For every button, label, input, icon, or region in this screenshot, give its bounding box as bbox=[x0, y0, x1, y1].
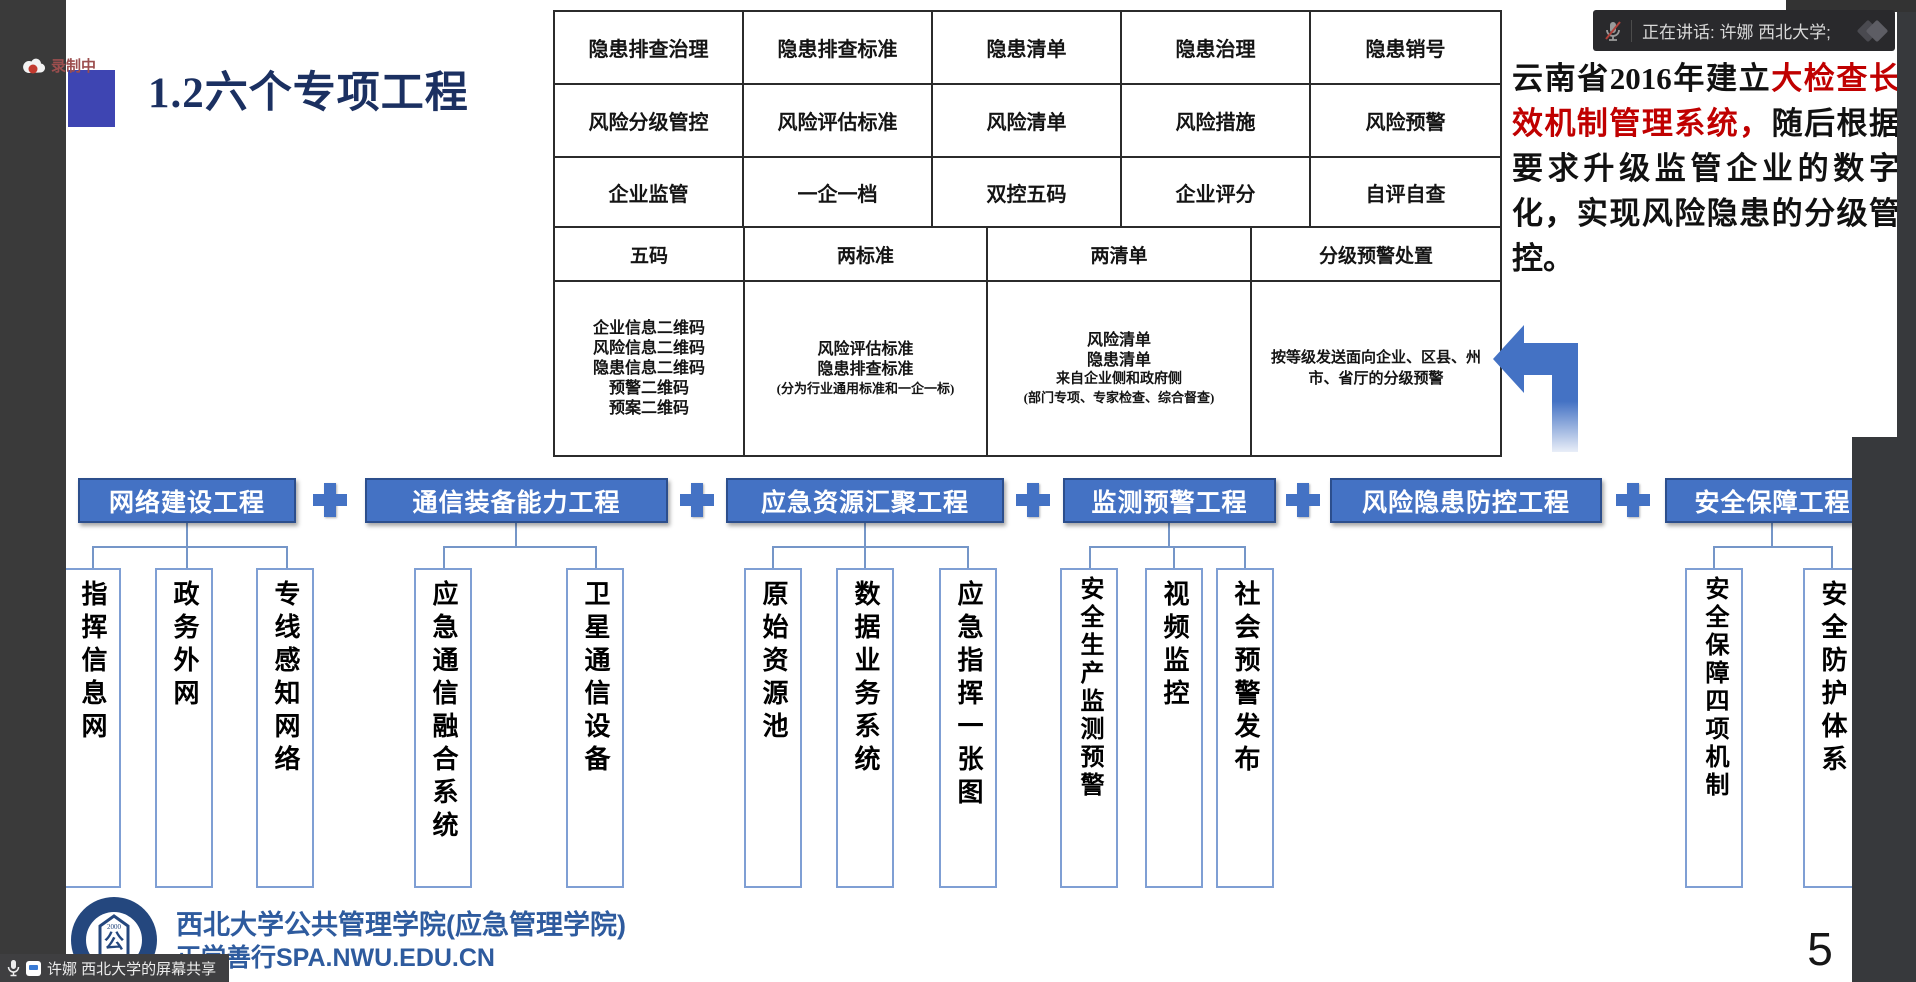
table-cell: 企业监管 bbox=[555, 158, 744, 226]
screen-share-toast[interactable]: 许娜 西北大学的屏幕共享 bbox=[0, 954, 229, 982]
connector-line bbox=[1771, 523, 1773, 548]
table-cell: 企业评分 bbox=[1122, 158, 1311, 226]
leaf-box: 应急通信融合系统 bbox=[414, 568, 472, 888]
connector-line bbox=[515, 523, 517, 548]
project-box-security: 安全保障工程 bbox=[1665, 478, 1880, 523]
project-box-monitoring: 监测预警工程 bbox=[1063, 478, 1276, 523]
table-cell: 风险分级管控 bbox=[555, 85, 744, 158]
group-header: 分级预警处置 bbox=[1252, 228, 1500, 282]
group-detail-warning: 按等级发送面向企业、区县、州市、省厅的分级预警 bbox=[1270, 349, 1481, 387]
leaf-box: 专线感知网络 bbox=[256, 568, 314, 888]
connector-line bbox=[1713, 546, 1833, 548]
table-cell: 隐患销号 bbox=[1311, 12, 1500, 85]
connector-line bbox=[1089, 546, 1246, 548]
plus-icon bbox=[680, 483, 714, 517]
connector-line bbox=[1244, 548, 1246, 568]
recording-badge: 录制中 bbox=[22, 55, 96, 76]
connector-line bbox=[1173, 548, 1175, 568]
connector-line bbox=[967, 548, 969, 568]
page-number: 5 bbox=[1807, 923, 1833, 975]
desktop-left-strip bbox=[0, 0, 66, 982]
plus-icon bbox=[1286, 483, 1320, 517]
table-cell: 双控五码 bbox=[933, 158, 1122, 226]
svg-text:2000: 2000 bbox=[107, 923, 122, 931]
matrix-summary-table: 五码 两标准 两清单 分级预警处置 企业信息二维码 风险信息二维码 隐患信息二维… bbox=[553, 228, 1502, 457]
plus-icon bbox=[1616, 483, 1650, 517]
connector-line bbox=[1168, 523, 1170, 548]
svg-text:公: 公 bbox=[104, 930, 124, 953]
connector-line bbox=[1831, 548, 1833, 568]
table-cell: 隐患排查标准 bbox=[744, 12, 933, 85]
plus-icon bbox=[1016, 483, 1050, 517]
slide-title: 1.2六个专项工程 bbox=[148, 70, 469, 117]
project-box-risk-control: 风险隐患防控工程 bbox=[1330, 478, 1602, 523]
school-motto-url: 正学善行SPA.NWU.EDU.CN bbox=[176, 944, 495, 972]
connector-line bbox=[92, 546, 288, 548]
project-box-communication: 通信装备能力工程 bbox=[365, 478, 668, 523]
leaf-box: 指挥信息网 bbox=[63, 568, 121, 888]
banner-divider bbox=[1631, 19, 1632, 42]
leaf-box: 社会预警发布 bbox=[1216, 568, 1274, 888]
speaker-label: 正在讲话: 许娜 西北大学; bbox=[1642, 23, 1831, 42]
title-accent-square bbox=[68, 70, 115, 127]
leaf-box: 原始资源池 bbox=[744, 568, 802, 888]
group-detail-lists: 风险清单 隐患清单 来自企业侧和政府侧 (部门专项、专家检查、综合督查) bbox=[988, 282, 1252, 455]
leaf-box: 应急指挥一张图 bbox=[939, 568, 997, 888]
table-cell: 风险清单 bbox=[933, 85, 1122, 158]
table-cell: 风险措施 bbox=[1122, 85, 1311, 158]
table-cell: 自评自查 bbox=[1365, 183, 1446, 206]
group-detail-codes: 企业信息二维码 风险信息二维码 隐患信息二维码 预警二维码 预案二维码 bbox=[555, 282, 745, 455]
chat-bubble-icon bbox=[26, 960, 41, 976]
desktop-top-right-corner bbox=[1786, 0, 1916, 12]
leaf-box: 安全生产监测预警 bbox=[1060, 568, 1118, 888]
side-note-suffix: 随后根据要求升级监管企业的数字化，实现风险隐患的分级管控。 bbox=[1512, 106, 1901, 276]
connector-line bbox=[772, 546, 969, 548]
leaf-box: 安全保障四项机制 bbox=[1685, 568, 1743, 888]
elbow-arrow-icon bbox=[1493, 325, 1578, 452]
group-header: 两清单 bbox=[988, 228, 1252, 282]
connector-line bbox=[443, 548, 445, 568]
group-detail-standards: 风险评估标准 隐患排查标准 (分为行业通用标准和一企一标) bbox=[745, 282, 988, 455]
plus-icon bbox=[313, 483, 347, 517]
table-cell: 风险预警 bbox=[1311, 85, 1500, 158]
connector-line bbox=[1713, 548, 1715, 568]
side-note-prefix: 云南省2016年建立 bbox=[1512, 61, 1772, 96]
microphone-icon bbox=[7, 960, 20, 977]
project-box-network: 网络建设工程 bbox=[78, 478, 296, 523]
group-header: 两标准 bbox=[745, 228, 988, 282]
connector-line bbox=[595, 548, 597, 568]
table-cell: 一企一档 bbox=[744, 158, 933, 226]
connector-line bbox=[286, 548, 288, 568]
active-speaker-banner[interactable]: 正在讲话: 许娜 西北大学; bbox=[1593, 10, 1895, 51]
leaf-box: 政务外网 bbox=[155, 568, 213, 888]
desktop-right-panel-edge bbox=[1852, 437, 1916, 982]
connector-line bbox=[1089, 548, 1091, 568]
connector-line bbox=[864, 523, 866, 568]
table-cell: 隐患治理 bbox=[1122, 12, 1311, 85]
record-cloud-icon bbox=[23, 58, 46, 74]
school-name: 西北大学公共管理学院(应急管理学院) bbox=[176, 910, 626, 940]
recording-label: 录制中 bbox=[51, 58, 97, 75]
connector-line bbox=[772, 548, 774, 568]
side-note-highlight: 大检查长效机制管理系统， bbox=[1512, 61, 1901, 141]
share-toast-label: 许娜 西北大学的屏幕共享 bbox=[47, 960, 217, 978]
connector-line bbox=[443, 546, 597, 548]
group-header: 五码 bbox=[555, 228, 745, 282]
table-cell: 隐患排查治理 bbox=[555, 12, 744, 85]
leaf-box: 卫星通信设备 bbox=[566, 568, 624, 888]
leaf-box: 视频监控 bbox=[1145, 568, 1203, 888]
project-box-resources: 应急资源汇聚工程 bbox=[726, 478, 1004, 523]
mic-muted-icon bbox=[1605, 20, 1621, 41]
matrix-table: 隐患排查治理 隐患排查标准 隐患清单 隐患治理 隐患销号 风险分级管控 风险评估… bbox=[553, 10, 1502, 228]
leaf-box: 安全防护体系 bbox=[1803, 568, 1861, 888]
side-note: 云南省2016年建立大检查长效机制管理系统，随后根据要求升级监管企业的数字化，实… bbox=[1512, 56, 1900, 281]
connector-line bbox=[186, 523, 188, 568]
connector-line bbox=[92, 548, 94, 568]
table-cell: 隐患清单 bbox=[933, 12, 1122, 85]
table-cell: 风险评估标准 bbox=[744, 85, 933, 158]
leaf-box: 数据业务系统 bbox=[836, 568, 894, 888]
